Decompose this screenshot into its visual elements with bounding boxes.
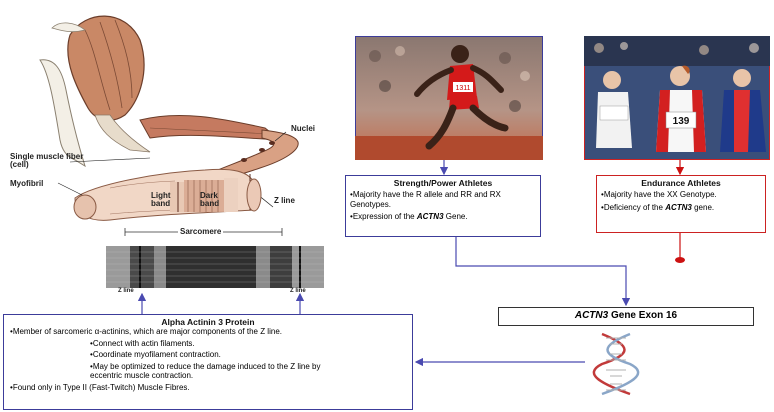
sprinter-bib: 1311 <box>455 85 470 92</box>
gene-name: ACTN3 <box>575 310 608 321</box>
alpha-actinin-title: Alpha Actinin 3 Protein <box>10 317 406 327</box>
protein-item-2: •Connect with actin filaments. <box>90 339 406 349</box>
strength-item-2: •Expression of the ACTN3 Gene. <box>350 212 536 222</box>
actn3-gene-italic: ACTN3 <box>665 203 692 212</box>
actn3-gene-italic: ACTN3 <box>417 212 444 221</box>
protein-item-4: •May be optimized to reduce the damage i… <box>90 362 340 381</box>
protein-item-1: •Member of sarcomeric α-actinins, which … <box>10 327 330 337</box>
endurance-runners-photo: 139 <box>584 36 770 160</box>
sprinter-photo: 1311 <box>355 36 543 160</box>
actn3-gene-exon-box: ACTN3 Gene Exon 16 <box>498 307 754 326</box>
dna-helix-icon <box>592 332 640 396</box>
strength-power-title: Strength/Power Athletes <box>350 178 536 188</box>
protein-item-3: •Coordinate myofilament contraction. <box>90 350 406 360</box>
strength-item-1: •Majority have the R allele and RR and R… <box>350 190 536 209</box>
endurance-title: Endurance Athletes <box>601 178 761 188</box>
strength-power-box: Strength/Power Athletes •Majority have t… <box>345 175 541 237</box>
protein-item-5: •Found only in Type II (Fast-Twitch) Mus… <box>10 383 406 393</box>
alpha-actinin-3-box: Alpha Actinin 3 Protein •Member of sarco… <box>3 314 413 410</box>
runner-bib: 139 <box>673 116 690 127</box>
endurance-item-1: •Majority have the XX Genotype. <box>601 190 761 200</box>
endurance-athletes-box: Endurance Athletes •Majority have the XX… <box>596 175 766 233</box>
endurance-item-2: •Deficiency of the ACTN3 gene. <box>601 203 761 213</box>
gene-exon-label: Gene Exon 16 <box>611 310 677 321</box>
